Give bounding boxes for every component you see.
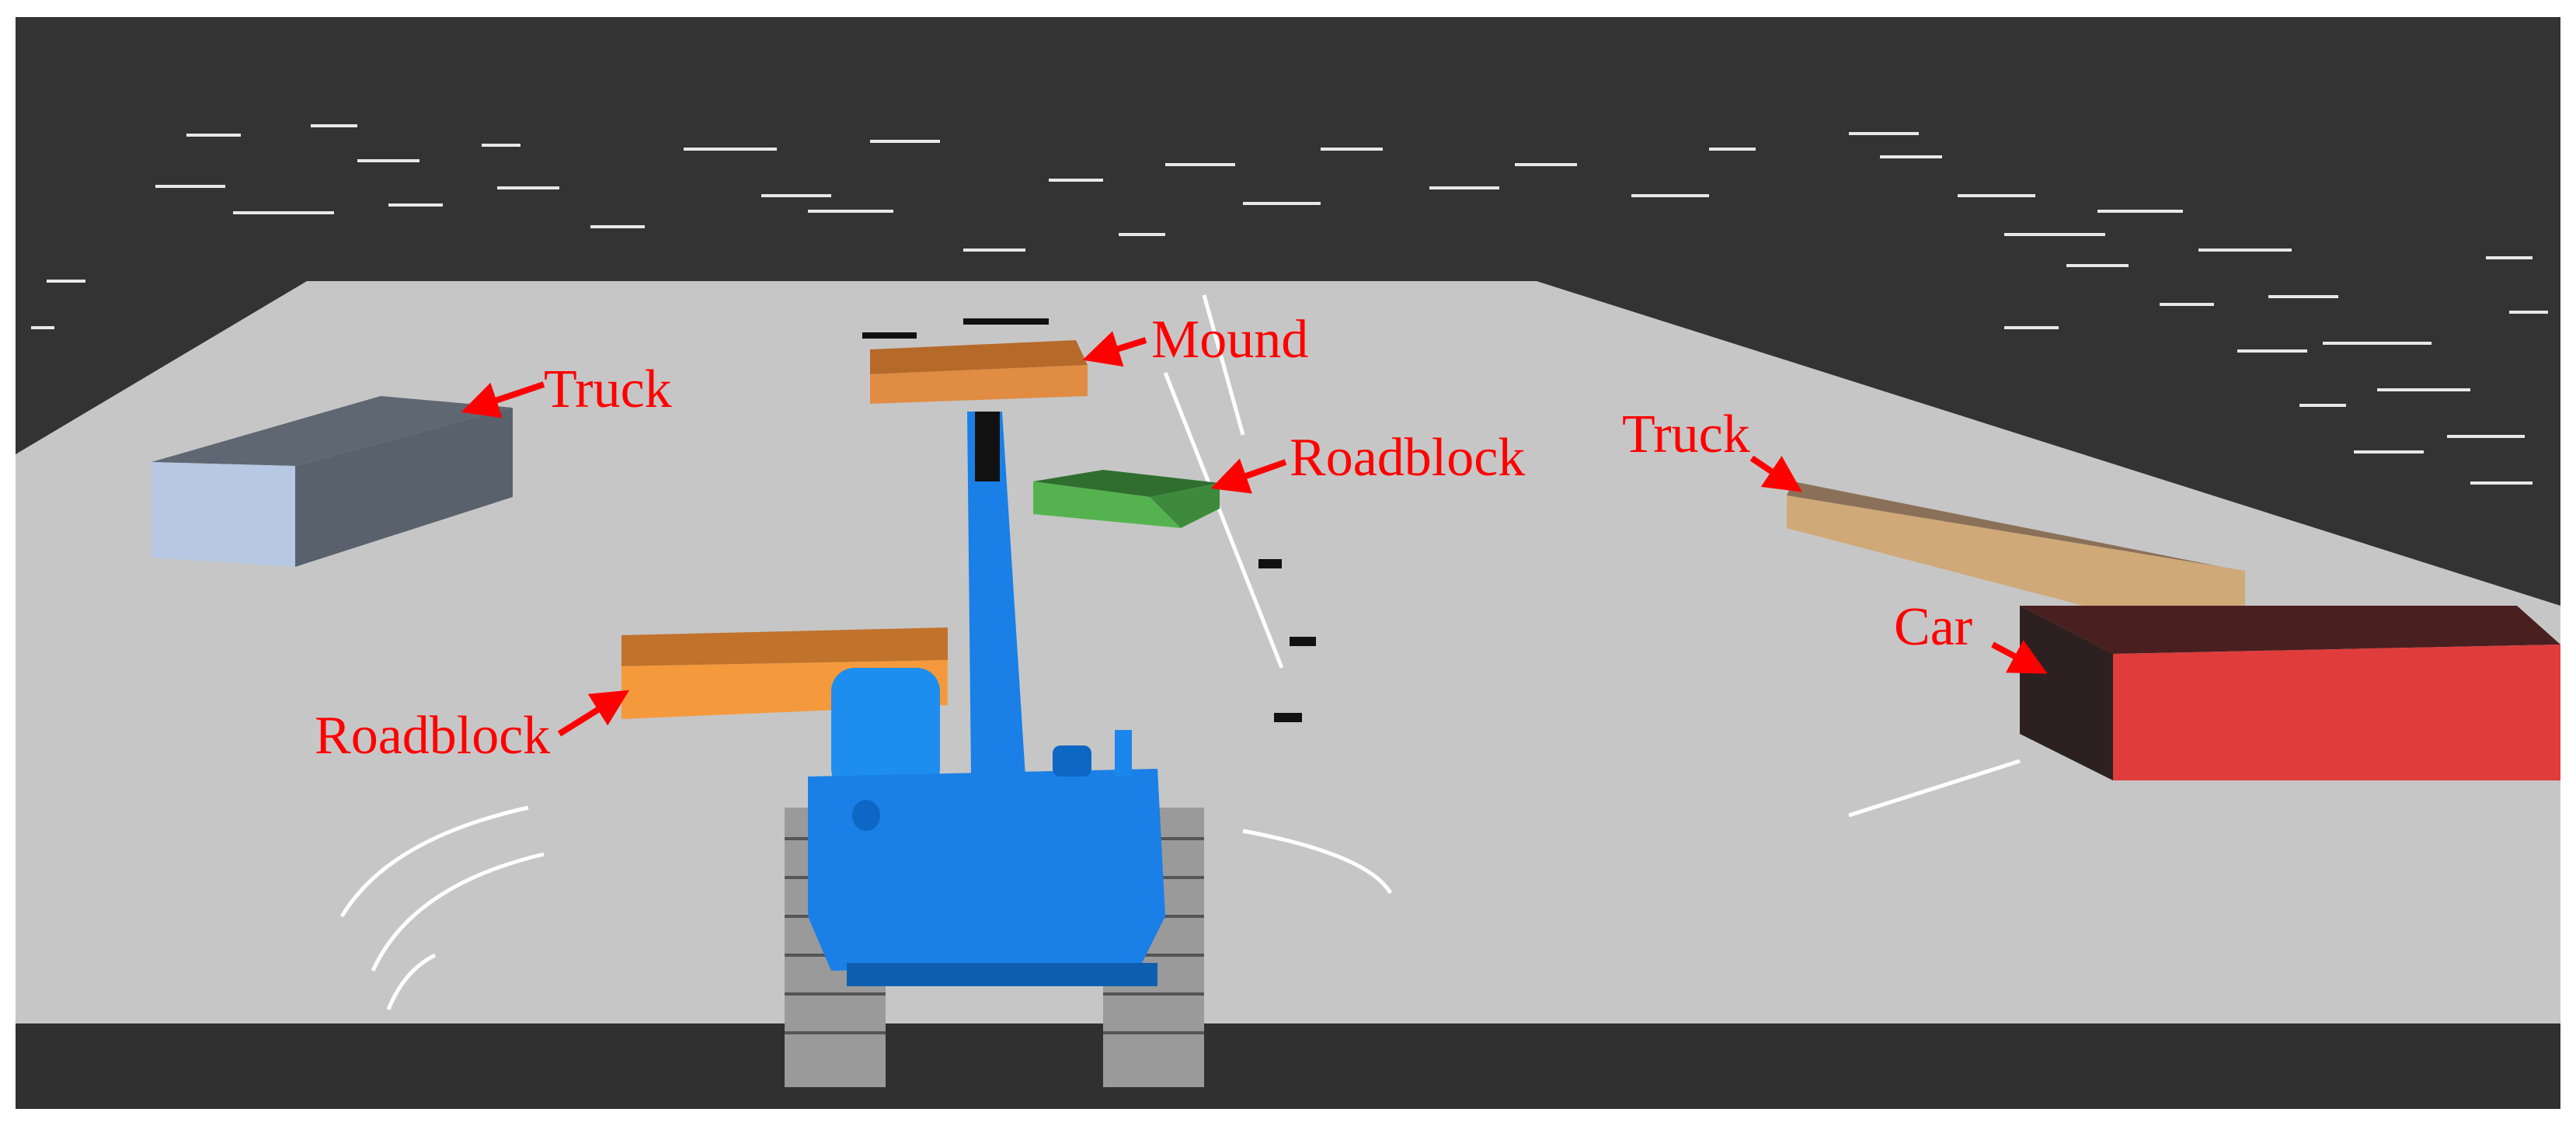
arrow-car <box>1991 639 2048 674</box>
point-cloud-background <box>31 124 2548 485</box>
label-car: Car <box>1894 597 1972 657</box>
excavator-arm <box>967 412 1025 777</box>
arrow-roadblock-left <box>557 690 630 737</box>
label-roadblock-right: Roadblock <box>1290 428 1525 488</box>
truck-left-box <box>151 396 513 567</box>
label-truck-right: Truck <box>1622 405 1750 464</box>
label-roadblock-left: Roadblock <box>315 706 550 766</box>
point-cloud-ground-traces <box>339 294 2021 1010</box>
arrow-truck-right <box>1749 455 1802 492</box>
truck-right-box <box>1787 481 2245 613</box>
excavator-body <box>808 769 1165 971</box>
excavator-boom-tip <box>975 412 1000 481</box>
ground-edge-shadow <box>16 1023 2560 1109</box>
label-truck-left: Truck <box>544 360 672 419</box>
label-mound: Mound <box>1151 310 1308 370</box>
point-cloud-dark-dashes <box>862 318 1316 722</box>
arrow-mound <box>1082 331 1147 367</box>
car-box <box>2020 606 2560 780</box>
ground-plane <box>16 281 2560 1023</box>
arrow-truck-left <box>461 381 545 419</box>
excavator-cab <box>831 668 940 792</box>
roadblock-green-box <box>1033 470 1220 528</box>
arrow-roadblock-right <box>1210 458 1287 494</box>
excavator-model <box>785 412 1204 1087</box>
annotation-arrows <box>461 331 2048 737</box>
mound-box <box>870 340 1088 404</box>
